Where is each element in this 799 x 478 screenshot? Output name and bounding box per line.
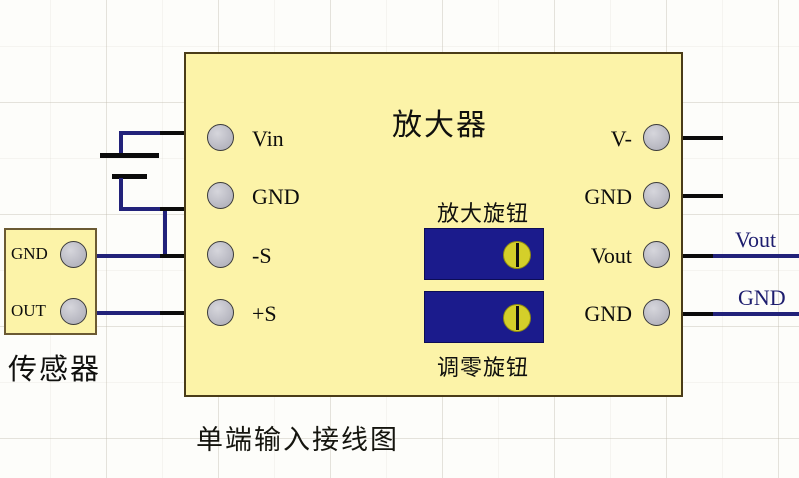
sensor-label-gnd: GND [11, 244, 48, 263]
terminal-label-v-minus: V- [610, 126, 632, 151]
plus-s-input-stub [160, 311, 198, 315]
gnd-lower-output-stub [681, 312, 717, 316]
terminal-pad-gnd-lower-right[interactable] [643, 299, 670, 326]
gnd-output-wire [713, 312, 799, 316]
terminal-pad-vin[interactable] [207, 124, 234, 151]
terminal-pad-gnd-left[interactable] [207, 182, 234, 209]
zero-knob-panel[interactable] [424, 291, 544, 343]
sensor-gnd-wire [95, 254, 167, 258]
minus-s-input-stub [160, 254, 198, 258]
battery-negative-riser-wire [119, 178, 123, 211]
vin-input-stub [160, 131, 198, 135]
battery-negative-to-gnd-wire [119, 207, 197, 211]
sensor-gnd-riser-wire [163, 207, 167, 256]
terminal-pad-v-minus[interactable] [643, 124, 670, 151]
sensor-out-wire [95, 311, 197, 315]
sensor-label-out: OUT [11, 301, 46, 320]
battery-negative-plate [112, 174, 147, 179]
vout-output-wire [713, 254, 799, 258]
gnd-input-stub [160, 207, 198, 211]
v-minus-output-stub [681, 136, 723, 140]
terminal-label-gnd-left: GND [252, 184, 300, 209]
output-label-vout: Vout [735, 227, 777, 252]
gain-knob-dial[interactable] [503, 241, 531, 269]
terminal-label-vin: Vin [252, 126, 284, 151]
battery-positive-plate [100, 153, 159, 158]
sensor-pad-gnd[interactable] [60, 241, 87, 268]
gnd-upper-output-stub [681, 194, 723, 198]
zero-knob-caption: 调零旋钮 [437, 356, 530, 381]
terminal-pad-plus-s[interactable] [207, 299, 234, 326]
battery-to-vin-wire [119, 131, 197, 135]
gain-knob-panel[interactable] [424, 228, 544, 280]
terminal-label-minus-s: -S [252, 243, 272, 268]
output-label-gnd: GND [738, 285, 786, 310]
terminal-label-gnd-lower-right: GND [584, 301, 632, 326]
vout-output-stub [681, 254, 717, 258]
zero-knob-dial[interactable] [503, 304, 531, 332]
terminal-label-vout: Vout [590, 243, 632, 268]
figure-caption: 单端输入接线图 [196, 425, 399, 456]
terminal-label-plus-s: +S [252, 301, 277, 326]
sensor-pad-out[interactable] [60, 298, 87, 325]
battery-positive-riser-wire [119, 131, 123, 155]
amplifier-title: 放大器 [392, 108, 488, 143]
terminal-pad-minus-s[interactable] [207, 241, 234, 268]
terminal-label-gnd-upper-right: GND [584, 184, 632, 209]
terminal-pad-vout[interactable] [643, 241, 670, 268]
gain-knob-caption: 放大旋钮 [437, 202, 530, 227]
terminal-pad-gnd-upper-right[interactable] [643, 182, 670, 209]
sensor-caption: 传感器 [8, 352, 102, 386]
